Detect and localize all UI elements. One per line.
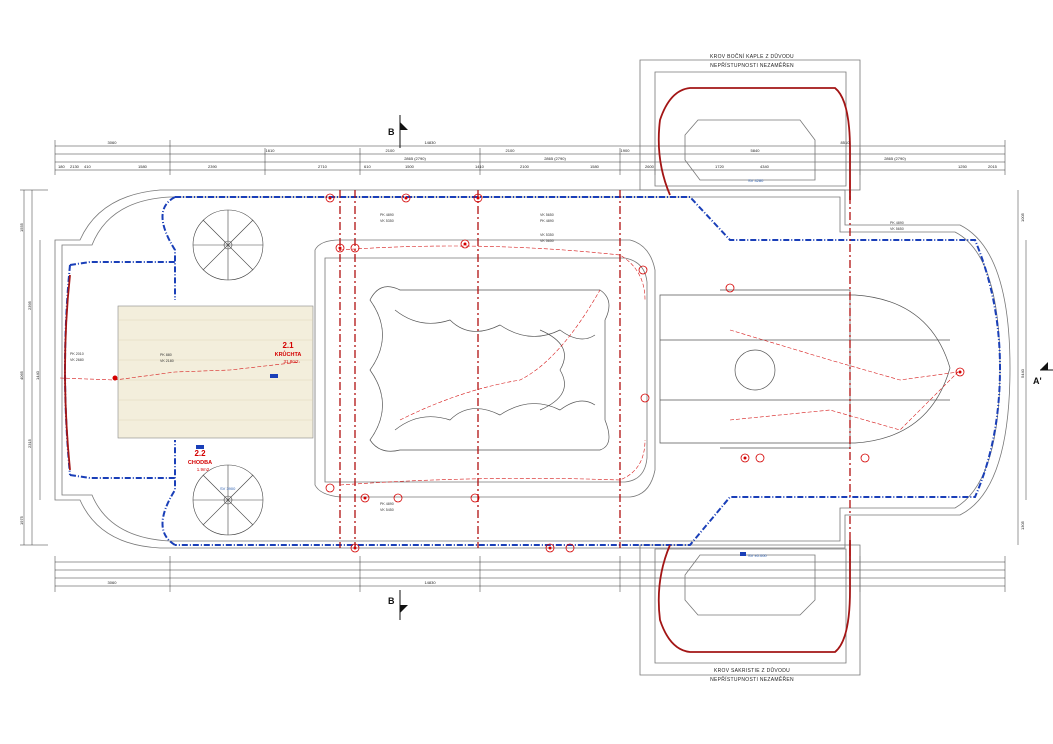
node-markers: [325, 193, 965, 553]
room-number-2-2: 2.2: [194, 449, 206, 458]
dim-row3-3: 1580: [138, 164, 148, 169]
roof-frame-red: [64, 87, 851, 653]
dim-row2-2: 2865 (2790): [884, 156, 906, 161]
dim-row3-7: 1500: [405, 164, 415, 169]
sv-label-0: SV 3900: [220, 486, 236, 491]
dim-left-block-top: 3060: [108, 140, 118, 145]
ridge-lines-red-thin: [59, 245, 959, 486]
sv-label-1: SV ±0.000: [748, 553, 767, 558]
dim-left-v-3: 1440: [35, 370, 40, 380]
spiral-stair-top: [192, 209, 264, 281]
dim-row3-9: 2100: [520, 164, 530, 169]
left-dimension-lines: [20, 189, 48, 546]
dim-row1-2: 2100: [506, 148, 516, 153]
dim-row3-4: 2390: [208, 164, 218, 169]
dim-right-v-2: 1305: [1020, 520, 1025, 530]
dim-left-v-5: 1975: [19, 515, 24, 525]
pk-label-8: PK 2010: [70, 352, 84, 356]
pk-label-11: VK 2180: [160, 359, 174, 363]
bottom-note-line1: KROV SAKRISTIE Z DŮVODU: [714, 667, 790, 674]
room-area-2-2: 1.9m2: [197, 467, 210, 472]
choir-loft-hatch: [118, 319, 313, 421]
dim-row3-12: 1720: [715, 164, 725, 169]
section-b-top: B: [388, 127, 395, 137]
pk-label-10: PK 880: [160, 353, 172, 357]
dim-row1-0: 1610: [266, 148, 276, 153]
top-note-line2: NEPŘÍSTUPNOSTI NEZAMĚŘEN: [710, 61, 794, 69]
room-area-2-1: 31.8m2: [283, 359, 299, 364]
dim-row3-1: 2130: [70, 164, 80, 169]
choir-loft-area: [117, 305, 314, 439]
pk-label-2: VK 5650: [540, 213, 554, 217]
pk-label-4: VK 5350: [540, 233, 554, 237]
dim-row1-5: 8510: [841, 140, 851, 145]
pk-label-9: VK 2680: [70, 358, 84, 362]
dim-row3-15: 2015: [988, 164, 998, 169]
top-dimension-lines: [54, 140, 1006, 175]
dim-row2-0: 2865 (2790): [404, 156, 426, 161]
presbytery-outline: [659, 289, 951, 449]
dim-left-v-0: 1555: [19, 222, 24, 232]
dim-row3-11: 2600: [645, 164, 655, 169]
pk-label-1: VK 5350: [380, 219, 394, 223]
sv-label-2: SV 4280: [748, 178, 764, 183]
room-name-kruchta: KRŮCHTA: [275, 350, 302, 358]
pk-label-6: PK 4890: [380, 502, 394, 506]
pk-label-3: PK 4890: [540, 219, 554, 223]
dim-row3-13: 4340: [760, 164, 770, 169]
roof-beams-dashed: [339, 180, 851, 560]
dim-row3-2: 410: [84, 164, 91, 169]
right-dimension-lines: [1017, 190, 1027, 545]
dim-left-block-bottom: 3060: [108, 580, 118, 585]
dim-row3-6: 610: [364, 164, 371, 169]
dim-row3-5: 2710: [318, 164, 328, 169]
dim-left-v-4: 2315: [27, 438, 32, 448]
pk-label-7: VK 5450: [380, 508, 394, 512]
dim-right-v-1: 5440: [1020, 368, 1025, 378]
dim-overall-top: 14830: [424, 140, 436, 145]
dim-right-v-0: 1005: [1020, 212, 1025, 222]
room-name-chodba: CHODBA: [188, 460, 212, 466]
dim-row1-1: 2100: [386, 148, 396, 153]
bottom-note-line2: NEPŘÍSTUPNOSTI NEZAMĚŘEN: [710, 675, 794, 683]
dim-left-v-2: 4065: [19, 370, 24, 380]
dim-overall-bottom: 14830: [424, 580, 436, 585]
spiral-stair-bottom: [192, 464, 264, 536]
dim-row1-3: 1900: [621, 148, 631, 153]
nave-vault-outline: [369, 286, 610, 452]
dim-row2-1: 2865 (2790): [544, 156, 566, 161]
section-b-bottom: B: [388, 596, 395, 606]
dim-row1-4: 5840: [751, 148, 761, 153]
pk-label-12: PK 4890: [890, 221, 904, 225]
dim-row3-0: 180: [58, 164, 65, 169]
room-number-2-1: 2.1: [282, 341, 294, 350]
level-markers: [196, 374, 746, 556]
section-markers: [399, 115, 1053, 620]
section-a-right: A': [1033, 376, 1042, 386]
node-dots: [112, 196, 962, 550]
dim-row3-10: 1580: [590, 164, 600, 169]
bottom-dimension-lines: [54, 556, 1006, 592]
dim-left-v-1: 2395: [27, 300, 32, 310]
pk-label-5: VK 5650: [540, 239, 554, 243]
pk-label-0: PK 4890: [380, 213, 394, 217]
dim-row3-8: 1410: [475, 164, 485, 169]
pk-label-13: VK 5650: [890, 227, 904, 231]
dim-row3-14: 1250: [958, 164, 968, 169]
top-note-line1: KROV BOČNÍ KAPLE Z DŮVODU: [710, 53, 794, 60]
